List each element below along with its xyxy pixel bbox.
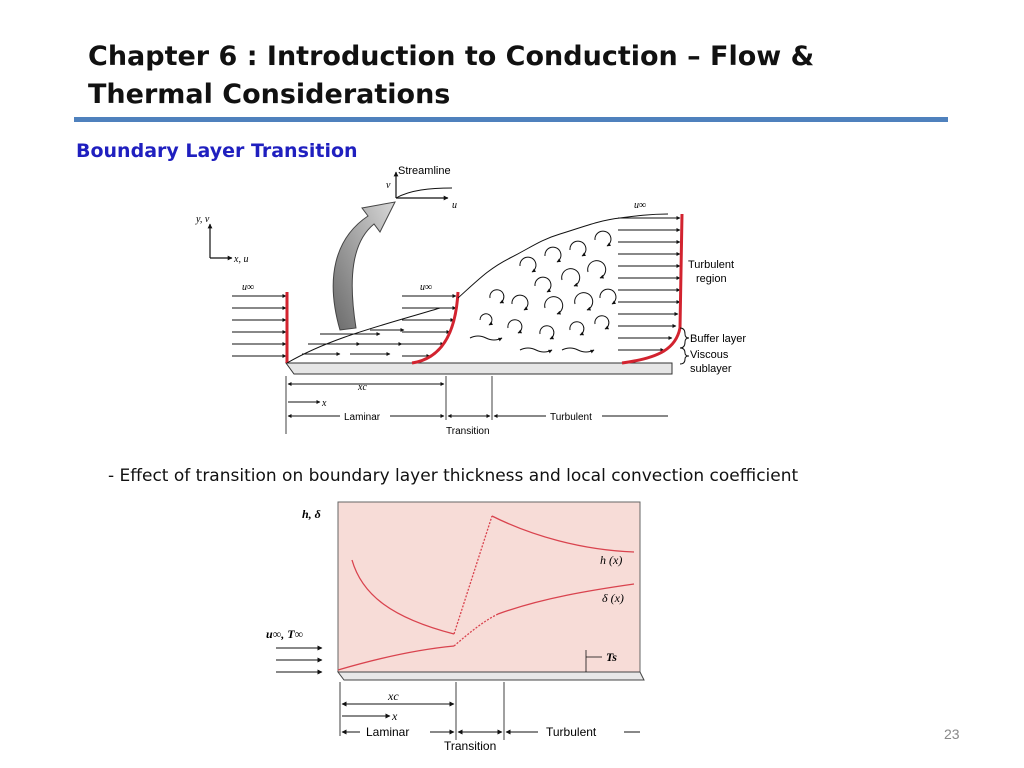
x-label-bottom: x (391, 709, 398, 723)
xc-label-bottom: xc (387, 689, 399, 703)
boundary-layer-transition-diagram: Streamline v u y, v x, u u∞ u∞ (195, 165, 746, 437)
dimension-lines-bottom: xc x Laminar Transition Turbulent (339, 682, 640, 753)
u-inf-label-1: u∞ (242, 282, 254, 293)
viscous-label-2: sublayer (690, 363, 732, 375)
laminar-profile-arrows (302, 328, 405, 356)
laminar-label: Laminar (344, 412, 381, 423)
turbulent-label: Turbulent (550, 412, 592, 423)
dimension-lines: xc x Laminar Transition Turbulent (285, 376, 668, 437)
xu-label: x, u (233, 254, 248, 265)
ts-label: Ts (606, 650, 617, 664)
transition-profile: u∞ (402, 282, 460, 365)
u-inf-label-3: u∞ (634, 200, 646, 211)
u-inf-label-2: u∞ (420, 282, 432, 293)
transition-label: Transition (446, 426, 490, 437)
plate (337, 671, 645, 681)
turbulent-region-label-2: region (696, 273, 727, 285)
v-label: v (386, 180, 391, 191)
viscous-label-1: Viscous (690, 349, 729, 361)
freestream-profile-leading: u∞ (232, 282, 289, 363)
turbulent-profile: u∞ (618, 200, 684, 365)
u-label: u (452, 200, 457, 211)
h-curve-turbulent (491, 515, 635, 553)
laminar-label-bottom: Laminar (366, 725, 409, 739)
streamline-label: Streamline (398, 165, 451, 177)
viscous-brace (679, 347, 690, 365)
convection-coefficient-diagram: h, δ h (x) δ (x) Ts u∞, T∞ xc x Laminar … (266, 501, 645, 753)
h-x-label: h (x) (600, 553, 622, 567)
x-label: x (321, 398, 327, 409)
streamline-inset: Streamline v u (386, 165, 457, 211)
h-delta-label: h, δ (302, 507, 321, 521)
u-t-inf-label: u∞, T∞ (266, 627, 303, 641)
delta-curve-transition (453, 613, 499, 647)
laminar-boundary-edge (286, 307, 441, 364)
plot-background (337, 501, 641, 673)
title-underline (74, 117, 948, 122)
delta-curve-turbulent (497, 583, 635, 615)
slide-title: Chapter 6 : Introduction to Conduction –… (88, 41, 815, 110)
turbulent-eddies (469, 230, 617, 354)
bullet-text: - Effect of transition on boundary layer… (108, 466, 799, 486)
transition-label-bottom: Transition (444, 739, 496, 753)
page-number: 23 (944, 726, 960, 742)
delta-curve (337, 645, 455, 671)
buffer-brace (679, 327, 690, 349)
buffer-layer-label: Buffer layer (690, 333, 746, 345)
flat-plate (285, 362, 673, 375)
turbulent-label-bottom: Turbulent (546, 725, 597, 739)
section-heading: Boundary Layer Transition (76, 140, 358, 162)
h-curve-transition (453, 515, 493, 635)
yv-label: y, v (195, 214, 210, 225)
coordinate-axes: y, v x, u (195, 214, 248, 265)
turbulent-region-label-1: Turbulent (688, 259, 734, 271)
zoom-arrow (332, 201, 396, 331)
delta-x-label: δ (x) (602, 591, 624, 605)
turbulent-boundary-edge (457, 213, 669, 299)
xc-label: xc (357, 382, 367, 393)
h-curve (351, 559, 455, 635)
